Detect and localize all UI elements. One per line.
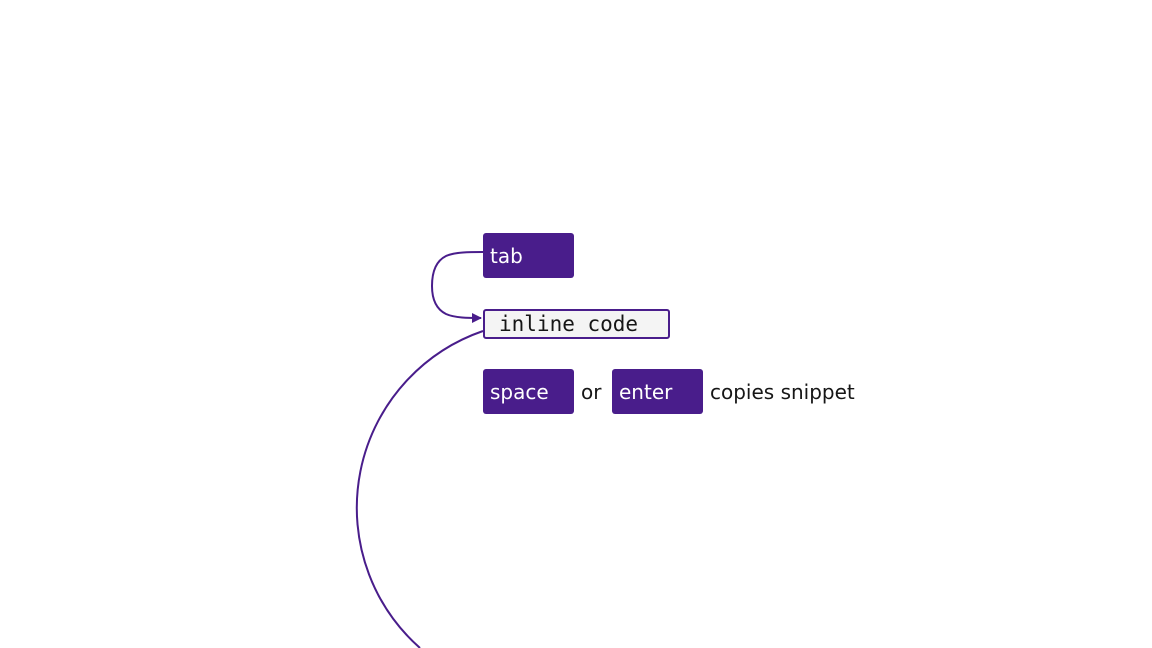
inline-code-snippet[interactable]: inline code bbox=[483, 309, 670, 339]
code-loop-arc bbox=[355, 330, 484, 648]
inline-code-label: inline code bbox=[499, 312, 639, 336]
enter-key: enter bbox=[612, 369, 703, 414]
tab-key-label: tab bbox=[490, 243, 523, 268]
tab-to-code-arrow bbox=[430, 251, 484, 323]
copies-snippet-text: copies snippet bbox=[710, 379, 855, 404]
space-key-label: space bbox=[490, 379, 549, 404]
enter-key-label: enter bbox=[619, 379, 673, 404]
space-key: space bbox=[483, 369, 574, 414]
or-text: or bbox=[581, 379, 602, 404]
tab-key: tab bbox=[483, 233, 574, 278]
